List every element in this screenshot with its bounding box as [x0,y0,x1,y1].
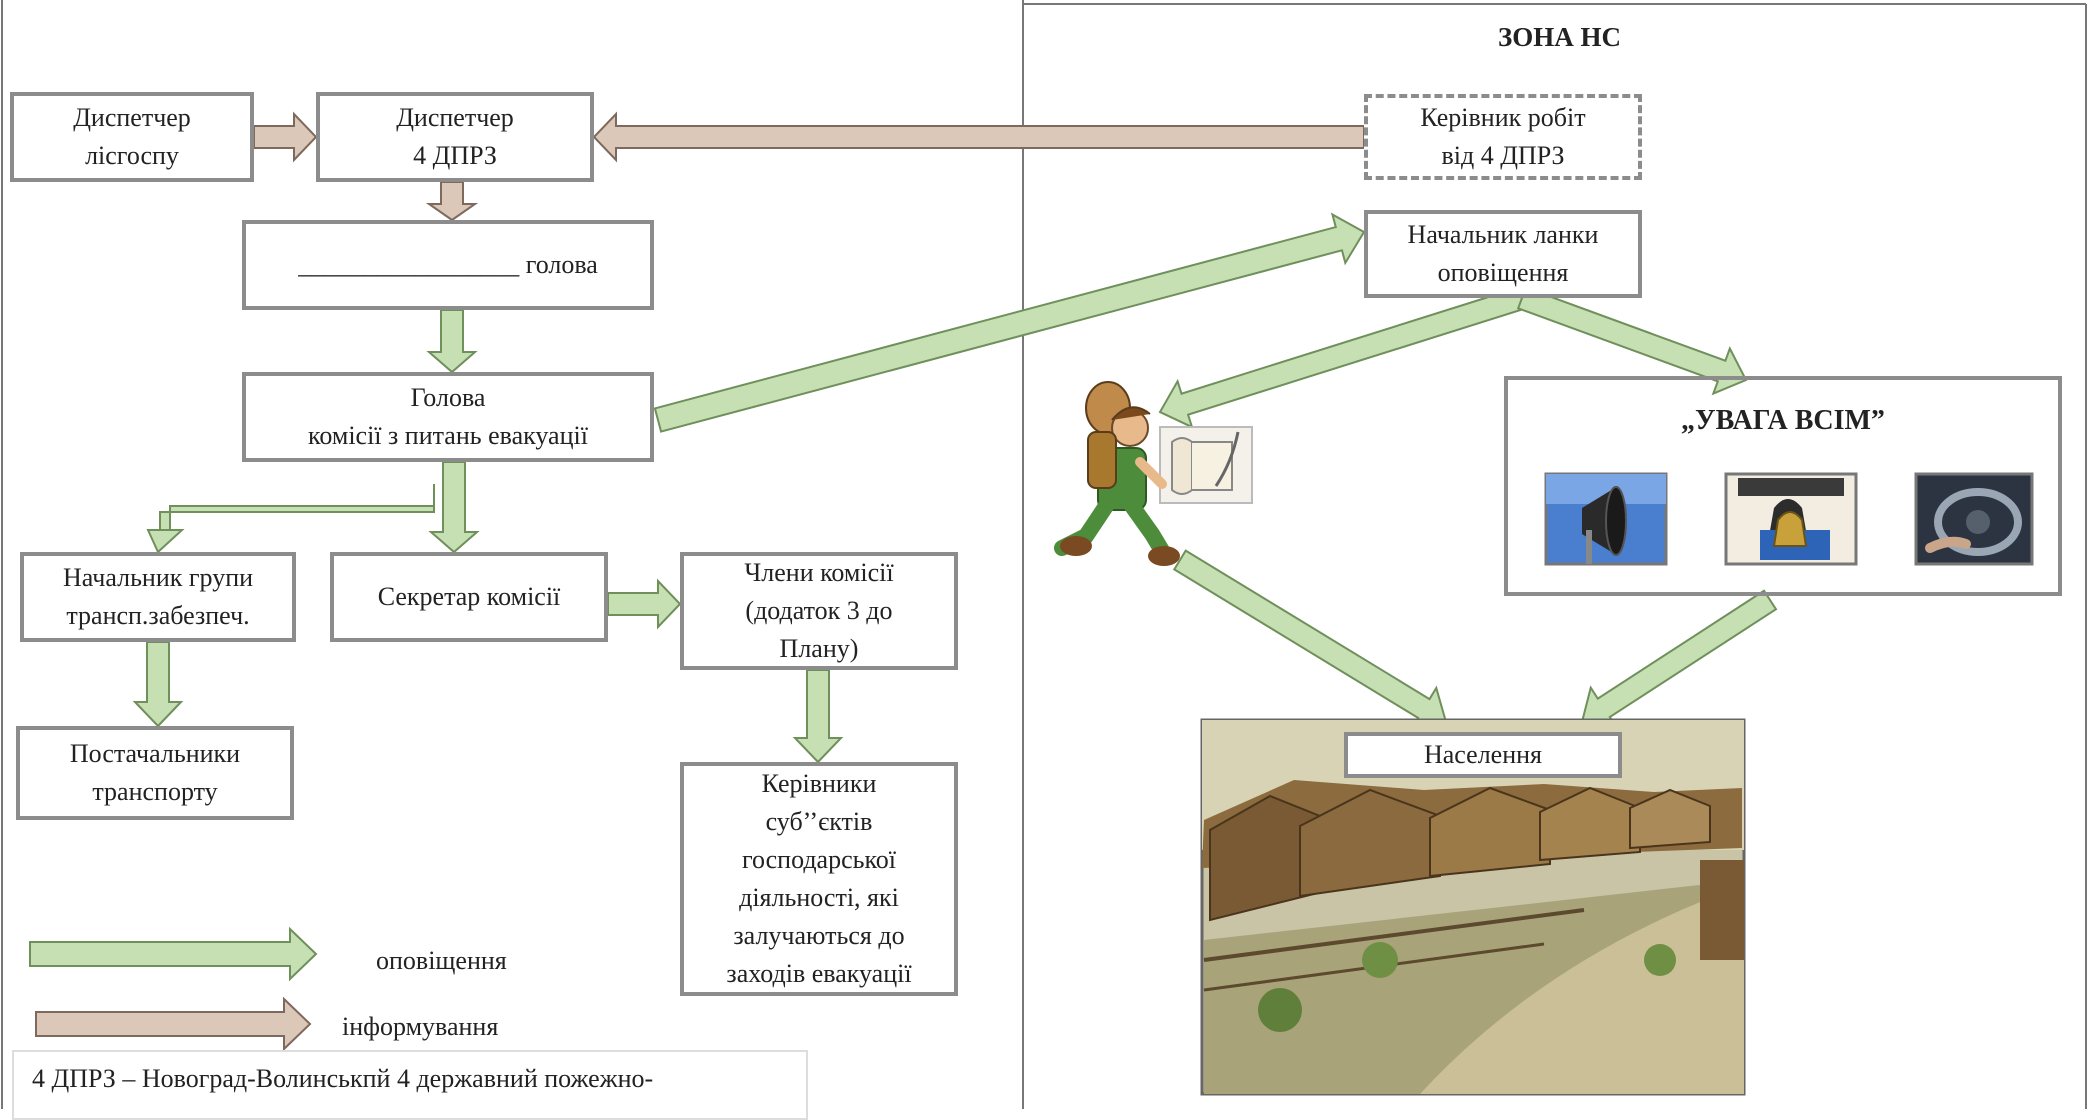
evacuation-commission-head-box: Голова комісії з питань евакуації [242,372,654,462]
pictures-layer [1054,381,2034,1096]
transport-suppliers-box: Постачальники транспорту [16,726,294,820]
notification-unit-head-box: Начальник ланки оповіщення [1364,210,1642,298]
legend-notify-arrow [29,926,318,982]
arrow-members-to-managers [792,669,844,764]
work-manager-box: Керівник робіт від 4 ДПРЗ [1364,94,1642,180]
head-blank-box: _________________ голова [242,220,654,310]
attention-all-title: „УВАГА ВСІМ” [1681,405,1885,436]
commission-members-box: Члени комісії (додаток 3 до Плану) [680,552,958,670]
population-box: Населення [1344,732,1622,778]
messenger-with-scroll-icon [1054,381,1253,566]
legend-inform-label: інформування [342,1012,499,1041]
arrow-work-manager-to-dprz [592,111,1365,163]
legend-notify-label: оповіщення [376,946,507,975]
arrow-messenger-to-population [1172,549,1448,731]
zone-title: ЗОНА НС [1498,22,1622,52]
arrow-commission-head-to-transport-elbow [146,484,435,554]
dispatcher-forestry-box: Диспетчер лісгоспу [10,92,254,182]
transport-group-head-box: Начальник групи трансп.забезпеч. [20,552,296,642]
business-managers-box: Керівники суб’’єктів господарської діяль… [680,762,958,996]
bell-icon [1724,472,1858,566]
arrow-forestry-to-dprz [253,111,318,163]
footnote-text: 4 ДПРЗ – Новоград-Волинськпй 4 державний… [32,1064,654,1093]
arrow-dprz-to-head [425,181,479,222]
arrows-layer [29,111,1778,1052]
arrow-notify-unit-to-messenger [1158,286,1527,429]
loudspeaker-icon [1544,472,1668,566]
footnote-box: 4 ДПРЗ – Новоград-Волинськпй 4 державний… [12,1050,808,1120]
arrow-head-to-commission-head [426,309,478,374]
arrow-secretary-to-members [607,578,682,630]
dispatcher-dprz-box: Диспетчер 4 ДПРЗ [316,92,594,182]
car-horn-icon [1914,472,2034,566]
attention-all-box: „УВАГА ВСІМ” [1504,376,2062,596]
arrow-commission-head-to-notify-unit [653,212,1366,433]
arrow-transport-to-suppliers [132,641,184,728]
village-painting [1200,718,1746,1096]
legend-inform-arrow [35,996,312,1052]
arrow-notify-unit-to-attention [1516,286,1748,396]
arrow-attention-to-population [1580,589,1778,730]
commission-secretary-box: Секретар комісії [330,552,608,642]
arrow-commission-head-to-secretary [428,461,480,554]
